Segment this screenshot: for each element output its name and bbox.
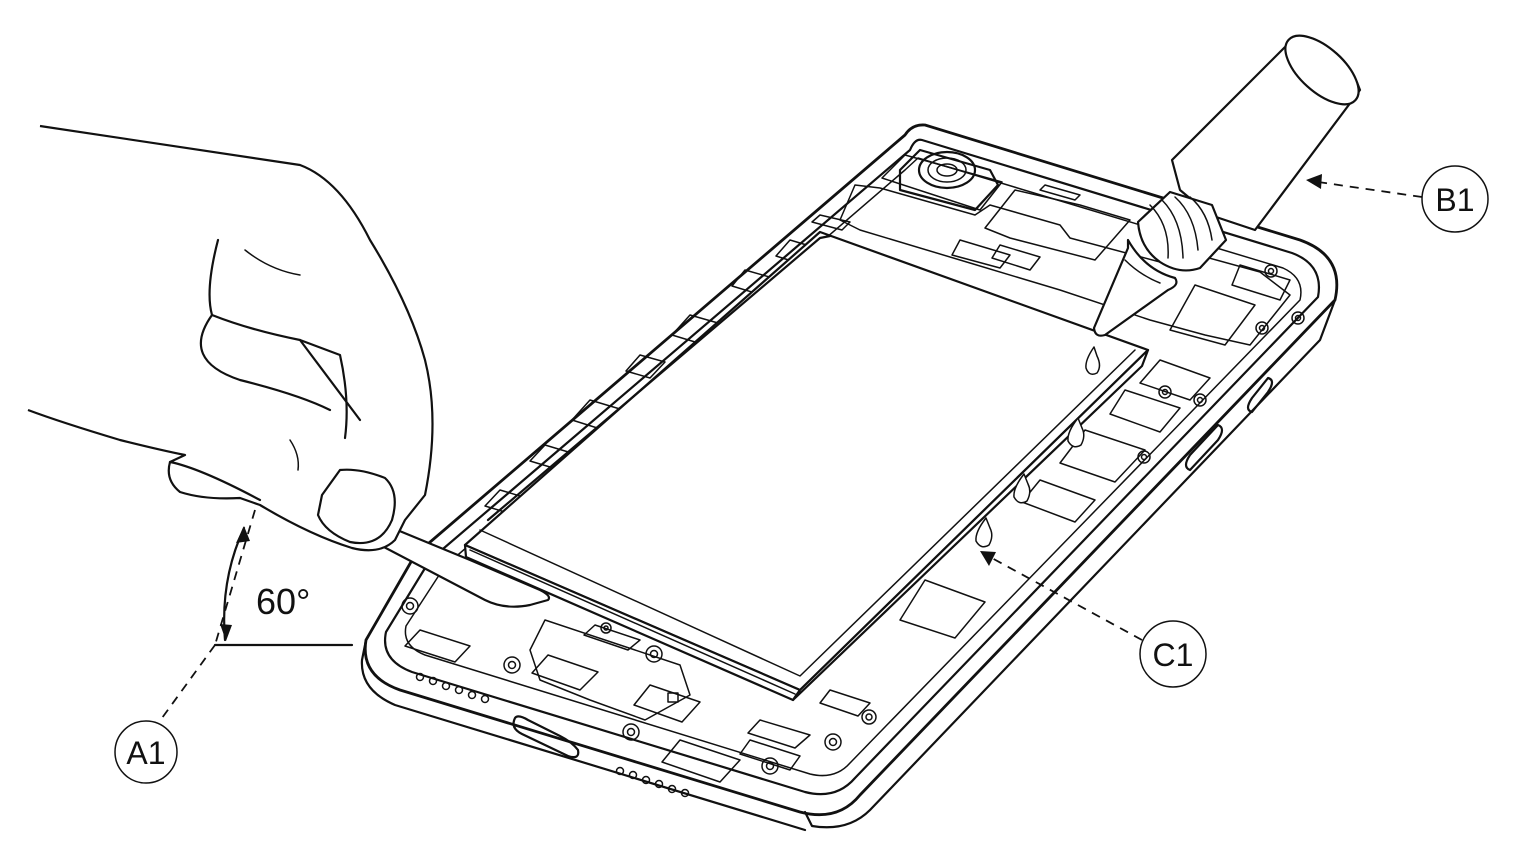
adhesive-drop	[1013, 473, 1031, 504]
callout-a1: A1	[114, 644, 216, 784]
screws	[401, 264, 1305, 775]
camera-module	[881, 148, 1003, 212]
adhesive-drop	[975, 517, 993, 548]
bottom-speaker-grille	[415, 672, 690, 798]
angle-indicator: 60°	[213, 509, 354, 647]
adhesive-bottle	[1092, 34, 1362, 337]
charging-port	[512, 715, 580, 759]
adhesive-drop	[1085, 346, 1101, 375]
internal-components	[404, 148, 1291, 783]
callout-a1-label: A1	[126, 735, 165, 771]
callout-b1-label: B1	[1435, 182, 1474, 218]
battery	[463, 230, 1150, 702]
phone-frame	[360, 123, 1339, 832]
callout-c1: C1	[980, 551, 1207, 688]
thumbnail	[316, 468, 396, 545]
pry-tool	[378, 523, 551, 608]
side-buttons	[1184, 376, 1274, 472]
angle-label: 60°	[256, 581, 310, 622]
callout-b1: B1	[1306, 165, 1489, 233]
callout-c1-label: C1	[1153, 637, 1194, 673]
adhesive-drop	[1067, 417, 1085, 448]
hand-with-pry-tool	[27, 124, 551, 608]
adhesive-drops	[975, 346, 1101, 548]
